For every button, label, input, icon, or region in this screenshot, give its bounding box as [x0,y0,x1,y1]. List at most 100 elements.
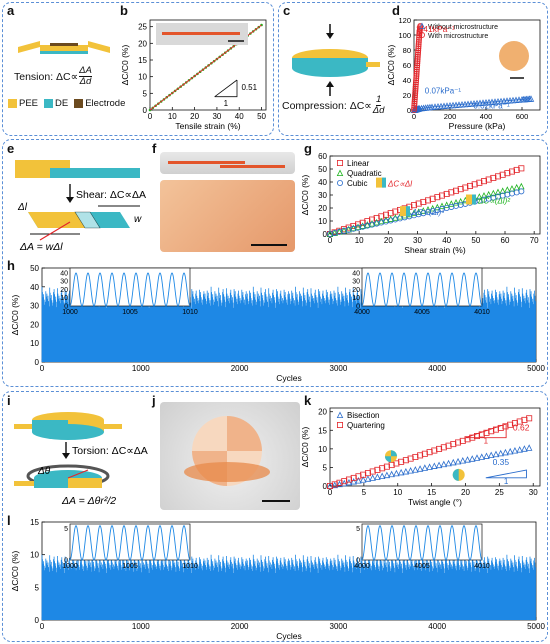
compression-schematic [292,24,380,96]
legend-label: Quartering [347,421,385,430]
inset-y-tick-label: 20 [352,287,360,294]
y-axis-label: ΔC/C0 (%) [386,45,396,86]
data-point [426,463,433,470]
shear-schematic: Shear: ΔC∝ΔA Δl w ΔA = wΔl [15,160,146,253]
data-point [350,224,357,232]
x-tick-label: 3000 [330,622,348,631]
inset-photo-d [499,41,529,71]
y-tick-label: 30 [30,302,39,311]
plot-frame [329,407,541,487]
y-tick-label: 30 [318,191,327,200]
scale-bar-j [262,500,290,502]
x-tick-label: 30 [529,488,538,497]
data-point [438,202,446,210]
data-point [393,460,400,467]
data-point [464,456,471,463]
slope-label: 0.51 [241,83,257,92]
data-point [518,165,525,172]
sensitivity-annotation: 0.07kPa⁻¹ [425,87,462,96]
y-tick-label: 20 [403,91,411,100]
data-point [518,182,525,190]
label-l: l [7,513,11,528]
slope-label-blue: 0.35 [493,457,510,467]
y-tick-label: 10 [30,551,39,560]
data-point [476,193,483,200]
y-tick-label: 40 [30,283,39,292]
y-tick-label: 0 [143,106,148,115]
label-f: f [152,141,157,156]
shear-dl-label: Δl [17,202,28,213]
inset-frame [361,523,483,561]
inset-x-tick-label: 1005 [122,563,138,570]
data-point [373,218,380,226]
data-point [374,466,381,473]
y-tick-label: 0 [323,482,328,491]
shear-top-layer [15,160,70,168]
data-point [392,214,399,221]
x-tick-label: 0 [148,112,153,121]
data-point [504,170,511,177]
scale-bar [251,244,287,246]
label-b: b [120,3,128,18]
y-tick-label: 100 [398,31,411,40]
x-tick-label: 2000 [231,364,249,373]
legend-marker [337,159,344,166]
data-point [364,470,371,477]
label-i: i [7,393,11,408]
data-point [480,192,488,199]
inset-y-tick-label: 5 [356,526,360,533]
data-point [345,225,352,233]
shear-photo-top [160,180,295,252]
legend-label: Linear [347,159,370,168]
data-point [457,197,464,205]
x-tick-label: 0 [40,622,45,631]
inset-frame [69,267,191,307]
data-point [457,186,464,193]
data-point [421,450,428,457]
electrode [50,43,78,46]
data-point [388,462,395,469]
inset-trace [69,272,191,307]
data-point [345,476,352,483]
y-tick-label: 0 [407,106,411,115]
data-point [393,469,400,477]
shear-w-label: w [134,214,142,225]
x-tick-label: 40 [235,112,244,121]
data-point [359,222,366,229]
x-tick-label: 3000 [330,364,348,373]
label-c: c [283,3,291,18]
data-point [478,453,485,460]
data-point [326,483,333,490]
annotation-icon [466,194,474,205]
label-g: g [304,141,312,156]
annotation-icon [400,206,408,217]
data-point [396,213,404,220]
inset-y-tick-label: 10 [60,295,68,302]
slope-label-red: 0.62 [513,422,530,432]
y-tick-label: 10 [138,73,147,82]
x-tick-label: 30 [413,236,422,245]
inset-x-tick-label: 1005 [122,309,138,316]
inset-x-tick-label: 1000 [62,309,78,316]
inset-x-tick-label: 1000 [62,563,78,570]
data-point [508,168,515,175]
data-point [368,220,376,227]
x-tick-label: 15 [427,488,436,497]
disk-tab [366,62,380,67]
data-point [407,467,414,474]
inset-y-tick-label: 5 [64,526,68,533]
inset-x-tick-label: 1010 [182,563,198,570]
data-point [434,194,441,201]
inset-trace [361,524,483,561]
data-point [450,441,457,448]
data-point [402,467,410,475]
data-point [383,471,391,479]
y-axis-label: ΔC/C0 (%) [300,175,310,216]
x-tick-label: 10 [168,112,177,121]
electrode-swatch [74,99,84,108]
panel-box-efgh [2,139,548,387]
